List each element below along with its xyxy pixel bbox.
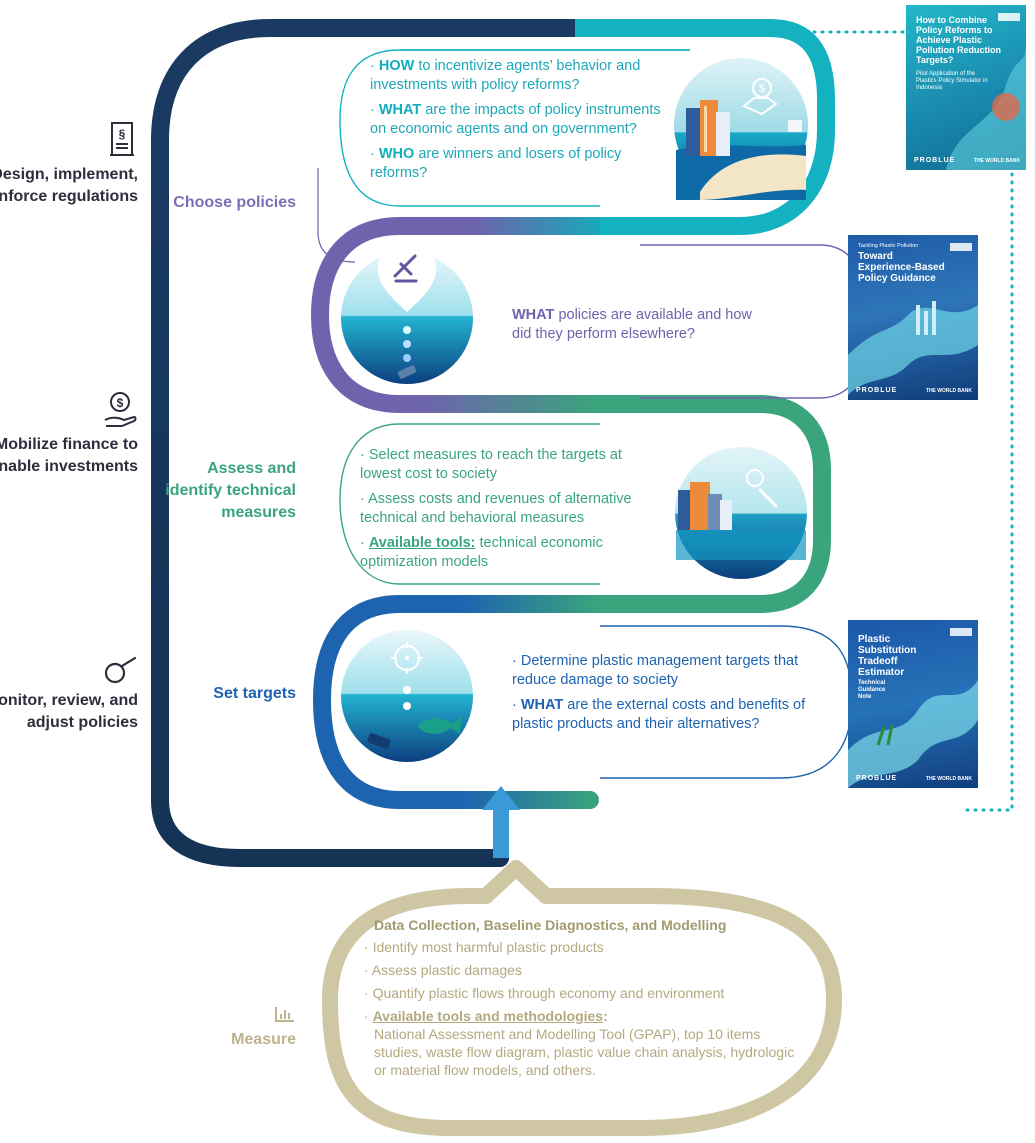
magnifier-icon [104, 656, 137, 684]
what-question: · WHAT are the impacts of policy instrum… [370, 102, 661, 137]
stage-measure-label: Measure [156, 1005, 296, 1051]
report-cover-policy-guidance[interactable]: Tackling Plastic Pollution Toward Experi… [848, 235, 978, 400]
measure-item-2: · Assess plastic damages [364, 962, 522, 978]
up-arrow-icon [482, 786, 520, 858]
monitor-label: Monitor, review, and adjust policies [0, 692, 138, 731]
report-cover-substitution-estimator[interactable]: Plastic Substitution Tradeoff Estimator … [848, 620, 978, 788]
assess-item-2: · Assess costs and revenues of alternati… [360, 491, 632, 526]
policies-question: WHAT policies are available and how did … [512, 307, 752, 342]
mobilize-finance-item: $ Mobilize finance to enable investments [0, 390, 138, 478]
measure-item-3: · Quantify plastic flows through economy… [364, 985, 725, 1001]
report-cover-policy-reforms[interactable]: How to Combine Policy Reforms to Achieve… [906, 5, 1026, 170]
targets-item-2: · WHAT are the external costs and benefi… [512, 697, 806, 732]
monitor-review-item: Monitor, review, and adjust policies [0, 656, 138, 734]
targets-loop-line [312, 595, 609, 809]
design-label: Design, implement, enforce regulations [0, 166, 138, 205]
regulation-scroll-icon: § [110, 122, 134, 156]
assess-list: · Select measures to reach the targets a… [360, 446, 660, 578]
assess-loop-line [420, 395, 831, 613]
stage-targets-label: Set targets [213, 685, 296, 702]
targets-item-1: · Determine plastic management targets t… [512, 653, 799, 688]
stage-assess-label: Assess and identify technical measures [165, 460, 296, 521]
how-question: · HOW to incentivize agents’ behavior an… [370, 58, 641, 93]
bar-chart-icon [275, 1007, 294, 1022]
svg-text:$: $ [117, 396, 124, 410]
who-question: · WHO are winners and losers of policy r… [370, 146, 622, 181]
investment-illustration: $ [674, 58, 808, 200]
technical-measures-illustration [675, 447, 807, 579]
gavel-pin-illustration [341, 240, 473, 384]
finance-hand-icon: $ [104, 392, 137, 427]
outer-loop-line [151, 19, 599, 867]
measure-tools-text: National Assessment and Modelling Tool (… [374, 1026, 795, 1078]
targets-illustration [341, 630, 473, 762]
measure-box-outline [322, 860, 842, 1136]
measure-content: Data Collection, Baseline Diagnostics, a… [364, 916, 810, 1079]
measure-tools: · Available tools and methodologies: [364, 1008, 608, 1024]
stage-choose-label: Choose policies [173, 194, 296, 211]
choose-questions: · HOW to incentivize agents’ behavior an… [370, 57, 680, 189]
svg-text:§: § [119, 127, 126, 141]
measure-heading: Data Collection, Baseline Diagnostics, a… [374, 917, 727, 933]
design-regulations-item: § Design, implement, enforce regulations [0, 120, 138, 208]
svg-text:$: $ [759, 83, 765, 95]
assess-tools: · Available tools: technical economic op… [360, 535, 603, 570]
targets-list: · Determine plastic management targets t… [512, 652, 832, 740]
choose-loop-line [575, 19, 835, 235]
policies-loop-line [310, 217, 600, 413]
measure-item-1: · Identify most harmful plastic products [364, 939, 604, 955]
finance-label: Mobilize finance to enable investments [0, 436, 138, 475]
assess-item-1: · Select measures to reach the targets a… [360, 447, 622, 482]
